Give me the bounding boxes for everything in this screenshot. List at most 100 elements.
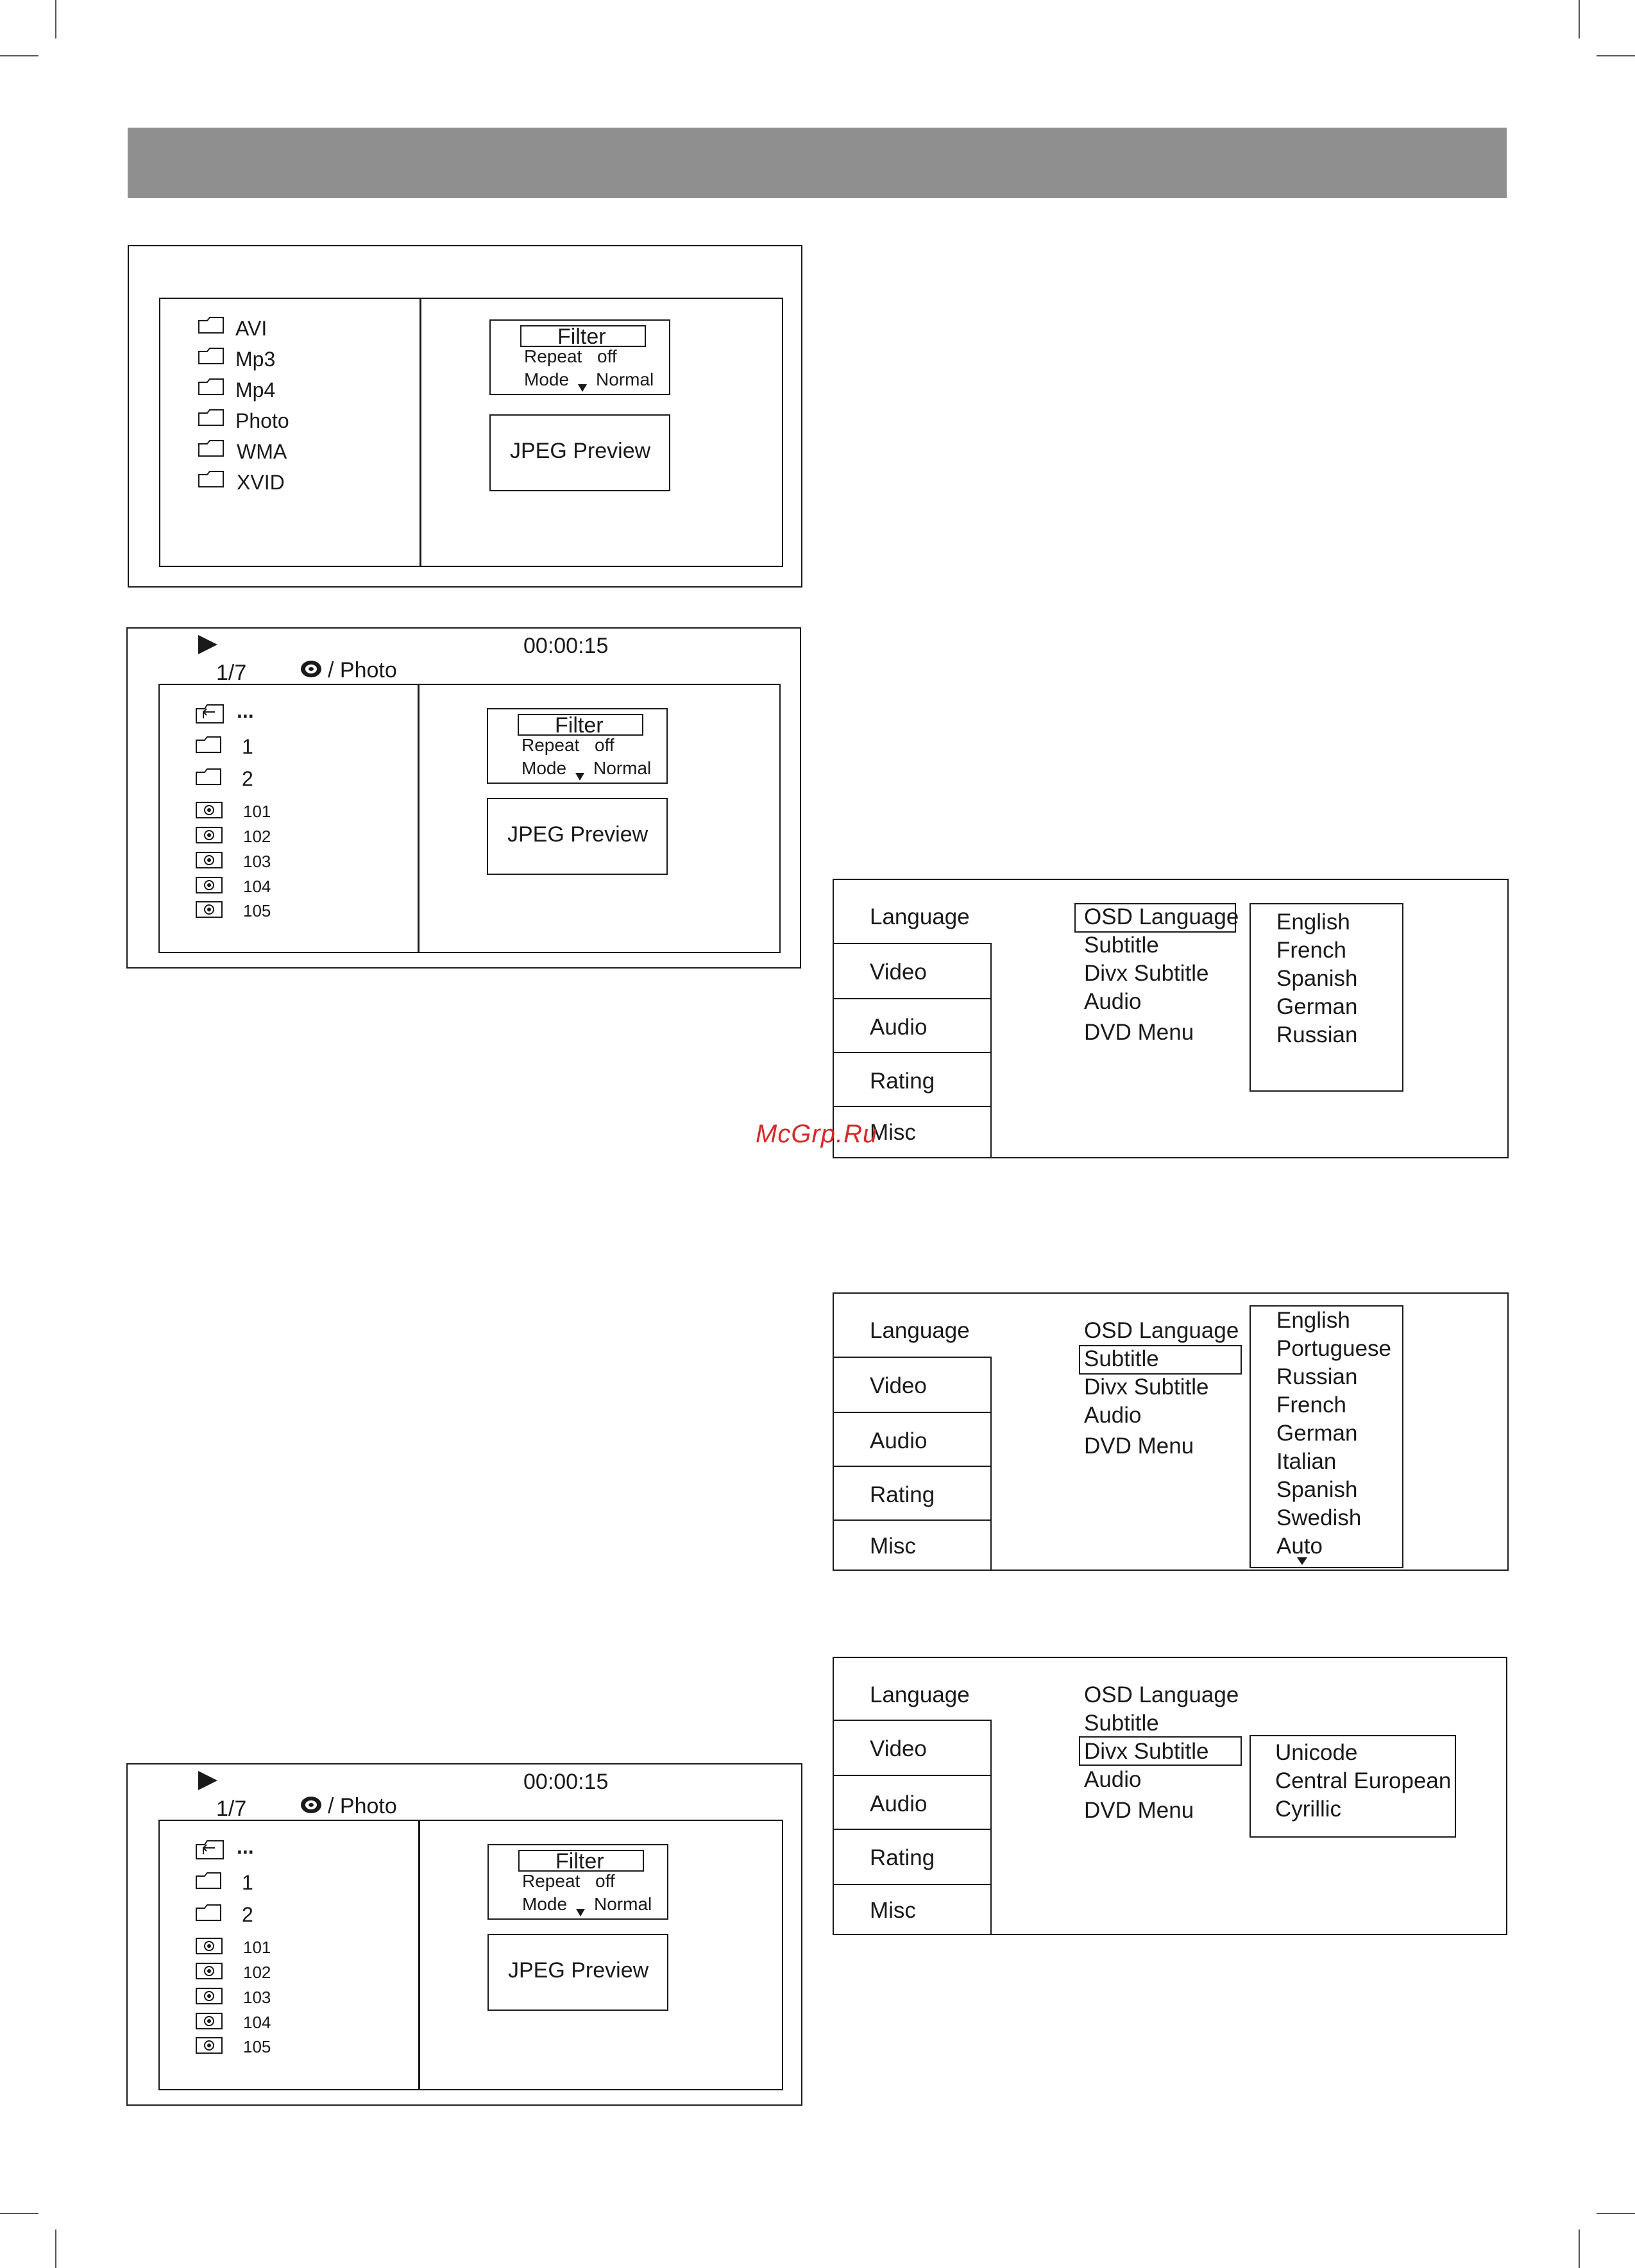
photo-browser-panel-1: 00:00:15 1/7 / Photo ... 1 2 101 102 103…	[126, 627, 801, 969]
folder-item[interactable]: Mp4	[235, 378, 276, 402]
photo-file[interactable]: 102	[243, 827, 271, 846]
filter-header	[518, 1850, 644, 1872]
folder-item[interactable]: 1	[242, 735, 253, 758]
tab-audio[interactable]: Audio	[834, 1412, 992, 1466]
jpeg-preview-box: JPEG Preview	[487, 798, 668, 875]
menu-item-dvd-menu[interactable]: DVD Menu	[1084, 1434, 1194, 1459]
photo-file[interactable]: 103	[243, 852, 271, 871]
menu-item-subtitle[interactable]: Subtitle	[1084, 933, 1159, 958]
menu-item-divx-subtitle[interactable]: Divx Subtitle	[1084, 1375, 1209, 1400]
mode-value[interactable]: Normal	[593, 758, 652, 778]
photo-file-icon	[196, 2013, 223, 2029]
tab-rating[interactable]: Rating	[834, 1466, 992, 1519]
folder-item[interactable]: XVID	[237, 471, 285, 494]
option-item[interactable]: Central European	[1275, 1768, 1452, 1793]
photo-file[interactable]: 104	[243, 2013, 271, 2032]
folder-item[interactable]: AVI	[235, 317, 267, 340]
tab-audio-label: Audio	[870, 1791, 928, 1816]
filter-title: Filter	[557, 325, 606, 349]
menu-item-audio[interactable]: Audio	[1084, 1403, 1142, 1428]
menu-item-divx-subtitle[interactable]: Divx Subtitle	[1084, 1739, 1209, 1764]
folder-icon	[198, 409, 224, 426]
tab-audio[interactable]: Audio	[834, 1775, 992, 1829]
option-item[interactable]: Auto	[1276, 1534, 1323, 1559]
menu-item-audio[interactable]: Audio	[1084, 1767, 1142, 1792]
photo-file[interactable]: 101	[243, 1938, 271, 1957]
tab-audio[interactable]: Audio	[834, 998, 992, 1052]
dropdown-arrow-icon	[575, 772, 584, 784]
folder-item[interactable]: 1	[242, 1871, 253, 1894]
tab-rating-label: Rating	[870, 1482, 935, 1507]
mode-label: Mode	[522, 1894, 568, 1914]
menu-item-osd-language[interactable]: OSD Language	[1084, 1318, 1239, 1343]
tab-rating[interactable]: Rating	[834, 1829, 992, 1884]
photo-file-icon	[196, 1938, 223, 1954]
tab-language[interactable]: Language	[870, 904, 970, 929]
option-item[interactable]: Russian	[1276, 1364, 1358, 1389]
option-item[interactable]: German	[1276, 1421, 1358, 1446]
tab-video-label: Video	[870, 1373, 927, 1398]
option-item[interactable]: German	[1276, 994, 1358, 1019]
filter-box[interactable]: Filter Repeat off Mode Normal	[487, 708, 668, 784]
folder-icon	[198, 317, 224, 334]
tab-language[interactable]: Language	[870, 1682, 970, 1707]
filter-box[interactable]: Filter Repeat off Mode Normal	[489, 319, 670, 395]
option-item[interactable]: English	[1276, 910, 1350, 935]
menu-item-dvd-menu[interactable]: DVD Menu	[1084, 1798, 1194, 1823]
option-item[interactable]: Russian	[1276, 1022, 1358, 1047]
menu-item-osd-language[interactable]: OSD Language	[1084, 904, 1239, 929]
browser-divider	[418, 684, 419, 953]
tab-misc[interactable]: Misc	[834, 1519, 992, 1571]
folder-item[interactable]: Photo	[235, 409, 289, 432]
tab-language[interactable]: Language	[870, 1318, 970, 1343]
option-item[interactable]: French	[1276, 1392, 1346, 1418]
disc-icon	[300, 1795, 323, 1815]
crop-mark	[55, 0, 56, 38]
folder-item[interactable]: Mp3	[235, 348, 276, 371]
repeat-value[interactable]: off	[597, 346, 617, 366]
option-item[interactable]: Cyrillic	[1275, 1797, 1342, 1822]
tab-video[interactable]: Video	[834, 1357, 992, 1412]
mode-value[interactable]: Normal	[594, 1894, 652, 1914]
repeat-value[interactable]: off	[595, 735, 614, 755]
option-item[interactable]: Portuguese	[1276, 1336, 1392, 1361]
setup-menu-osd-language: Language Video Audio Rating Misc OSD Lan…	[833, 879, 1509, 1158]
parent-folder-label[interactable]: ...	[237, 699, 254, 722]
crop-mark	[55, 2230, 56, 2268]
menu-item-subtitle[interactable]: Subtitle	[1084, 1711, 1159, 1736]
tab-rating[interactable]: Rating	[834, 1052, 992, 1106]
repeat-value[interactable]: off	[595, 1871, 615, 1891]
option-item[interactable]: English	[1276, 1308, 1350, 1333]
tab-video[interactable]: Video	[834, 943, 992, 998]
folder-item[interactable]: WMA	[237, 440, 287, 463]
folder-item[interactable]: 2	[242, 1903, 253, 1926]
mode-label: Mode	[521, 758, 567, 778]
folder-item[interactable]: 2	[242, 767, 253, 790]
filter-box[interactable]: Filter Repeat off Mode Normal	[487, 1844, 668, 1920]
tab-misc[interactable]: Misc	[834, 1106, 992, 1158]
mode-value[interactable]: Normal	[596, 369, 654, 389]
option-item[interactable]: Italian	[1276, 1449, 1337, 1474]
tab-misc[interactable]: Misc	[834, 1884, 992, 1935]
menu-item-dvd-menu[interactable]: DVD Menu	[1084, 1020, 1194, 1045]
option-item[interactable]: Unicode	[1275, 1740, 1358, 1765]
option-item[interactable]: French	[1276, 938, 1346, 963]
photo-file[interactable]: 104	[243, 877, 271, 896]
photo-file[interactable]: 105	[243, 2037, 271, 2056]
photo-file[interactable]: 103	[243, 1988, 271, 2007]
menu-item-subtitle[interactable]: Subtitle	[1084, 1346, 1159, 1371]
photo-file[interactable]: 101	[243, 802, 271, 821]
menu-item-osd-language[interactable]: OSD Language	[1084, 1682, 1239, 1707]
tab-video[interactable]: Video	[834, 1720, 992, 1775]
tab-audio-label: Audio	[870, 1428, 928, 1453]
option-item[interactable]: Swedish	[1276, 1505, 1362, 1530]
menu-item-divx-subtitle[interactable]: Divx Subtitle	[1084, 961, 1209, 986]
scroll-down-arrow-icon[interactable]	[1297, 1557, 1307, 1568]
photo-file[interactable]: 102	[243, 1963, 271, 1982]
option-item[interactable]: Spanish	[1276, 1477, 1358, 1502]
parent-folder-label[interactable]: ...	[237, 1835, 254, 1858]
menu-item-audio[interactable]: Audio	[1084, 989, 1142, 1014]
option-item[interactable]: Spanish	[1276, 966, 1358, 991]
filter-header	[518, 714, 643, 736]
photo-file[interactable]: 105	[243, 901, 271, 920]
